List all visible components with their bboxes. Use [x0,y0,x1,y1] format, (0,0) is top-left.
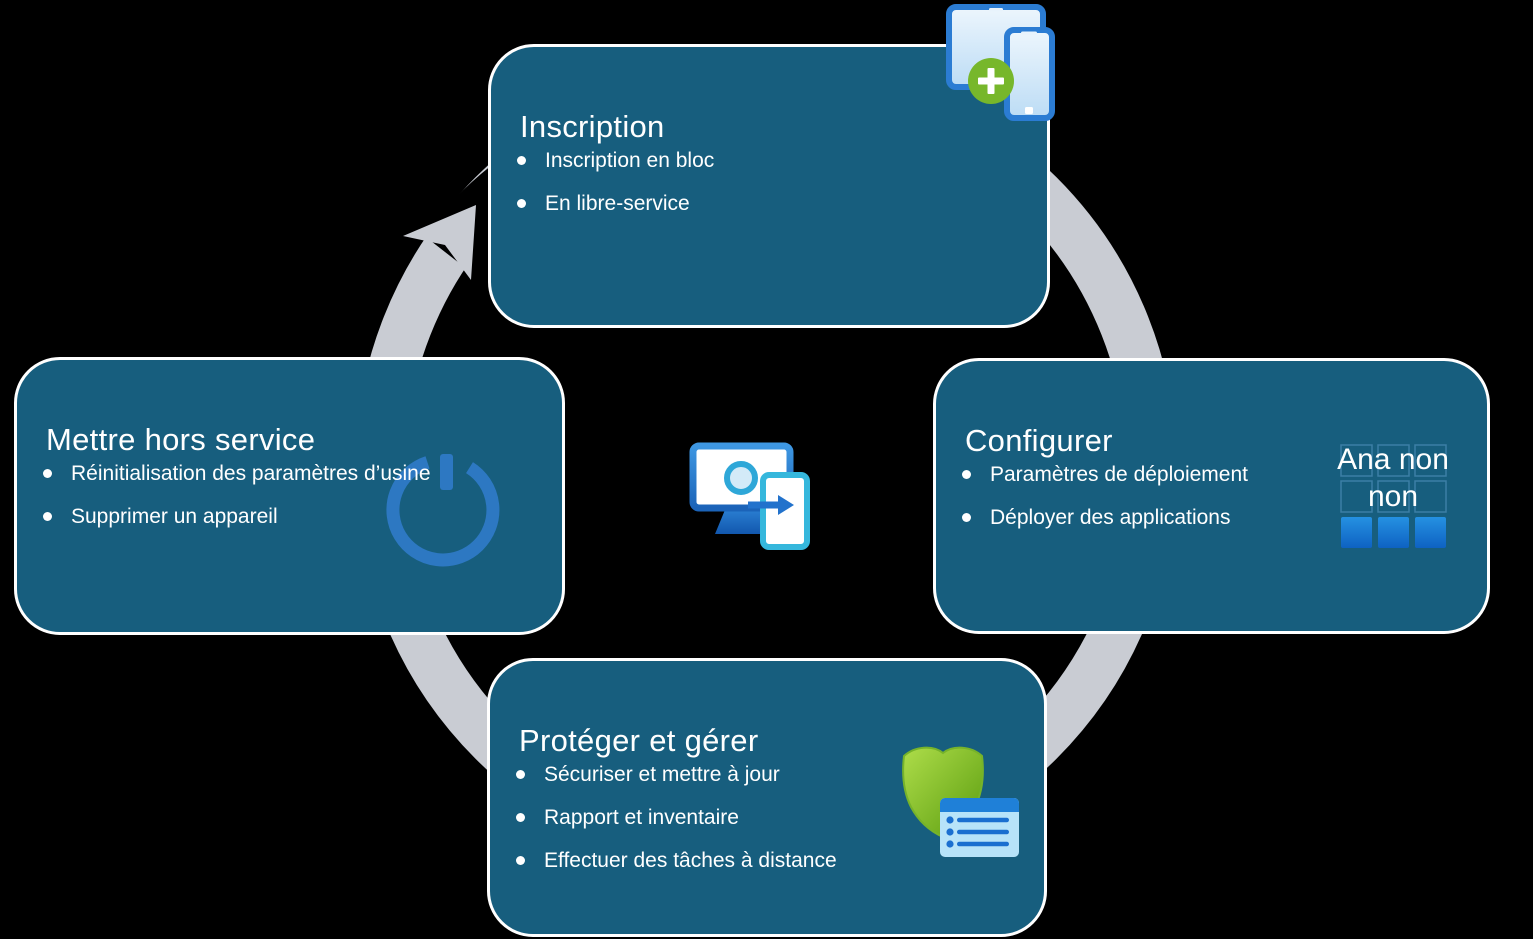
app-grid-overlay-text: Ana non [1337,443,1449,476]
bullet-text: Paramètres de déploiement [990,463,1248,486]
bullet-item: Supprimer un appareil [43,503,431,530]
box-inscription: Inscription Inscription en bloc En libre… [488,4,1055,328]
monitor-stand [715,505,772,534]
app-grid-overlay-text: non [1367,480,1419,513]
report-list-rows [946,816,1009,848]
bullet-text: Rapport et inventaire [544,806,739,829]
report-panel-header [940,798,1019,812]
box-title: Configurer [965,422,1113,458]
bullet-item: Paramètres de déploiement [962,461,1248,488]
transfer-arrow-head [778,495,794,515]
plus-vertical [987,68,995,94]
bullet-dot [962,513,971,522]
bullet-dot [516,770,525,779]
ring-arrowhead-icon [403,205,476,280]
box-title: Inscription [520,108,665,144]
bullet-item: Déployer des applications [962,504,1248,531]
bullet-text: Inscription en bloc [545,149,715,172]
bullet-text: En libre-service [545,192,690,215]
phone-speaker-dash [1021,31,1037,35]
add-devices-icon [946,4,1055,121]
bullet-text: Déployer des applications [990,506,1231,529]
bullet-text: Supprimer un appareil [71,505,278,528]
bullet-dot [962,470,971,479]
bullet-dot [517,199,526,208]
bullet-list: Réinitialisation des paramètres d’usine … [43,460,431,546]
bullet-text: Effectuer des tâches à distance [544,849,837,872]
phone-home-button [1025,107,1033,114]
box-proteger-et-gerer: Protéger et gérer Sécuriser et mettre à … [487,658,1047,937]
box-title: Mettre hors service [46,421,316,457]
bullet-item: En libre-service [517,190,714,217]
box-mettre-hors-service: Mettre hors service Réinitialisation des… [14,357,565,635]
bullet-item: Rapport et inventaire [516,804,837,831]
bullet-dot [43,512,52,521]
bullet-dot [43,469,52,478]
bullet-list: Sécuriser et mettre à jour Rapport et in… [516,761,837,890]
tablet-camera-dash [989,8,1003,12]
bullet-list: Inscription en bloc En libre-service [517,147,714,233]
bullet-item: Inscription en bloc [517,147,714,174]
screen-circle [724,461,758,495]
monitor-to-device-icon [689,442,810,550]
bullet-dot [517,156,526,165]
bullet-text: Réinitialisation des paramètres d’usine [71,462,431,485]
bullet-item: Sécuriser et mettre à jour [516,761,837,788]
bullet-item: Réinitialisation des paramètres d’usine [43,460,431,487]
phone-icon [1004,27,1055,121]
restart-arc [386,456,500,567]
shield-report-icon [902,746,1019,857]
bullet-item: Effectuer des tâches à distance [516,847,837,874]
bullet-list: Paramètres de déploiement Déployer des a… [962,461,1248,547]
restart-bar [440,454,453,490]
restart-icon [386,454,500,567]
app-grid-icon [1340,444,1447,548]
app-grid-outline-squares [1340,444,1447,513]
tablet-shape [760,472,810,550]
bullet-dot [516,813,525,822]
bullet-text: Sécuriser et mettre à jour [544,763,780,786]
bullet-dot [516,856,525,865]
box-configurer: Ana non non Configurer Paramètres de dép… [933,358,1490,634]
app-grid-filled-squares [1341,517,1446,548]
box-title: Protéger et gérer [519,722,759,758]
